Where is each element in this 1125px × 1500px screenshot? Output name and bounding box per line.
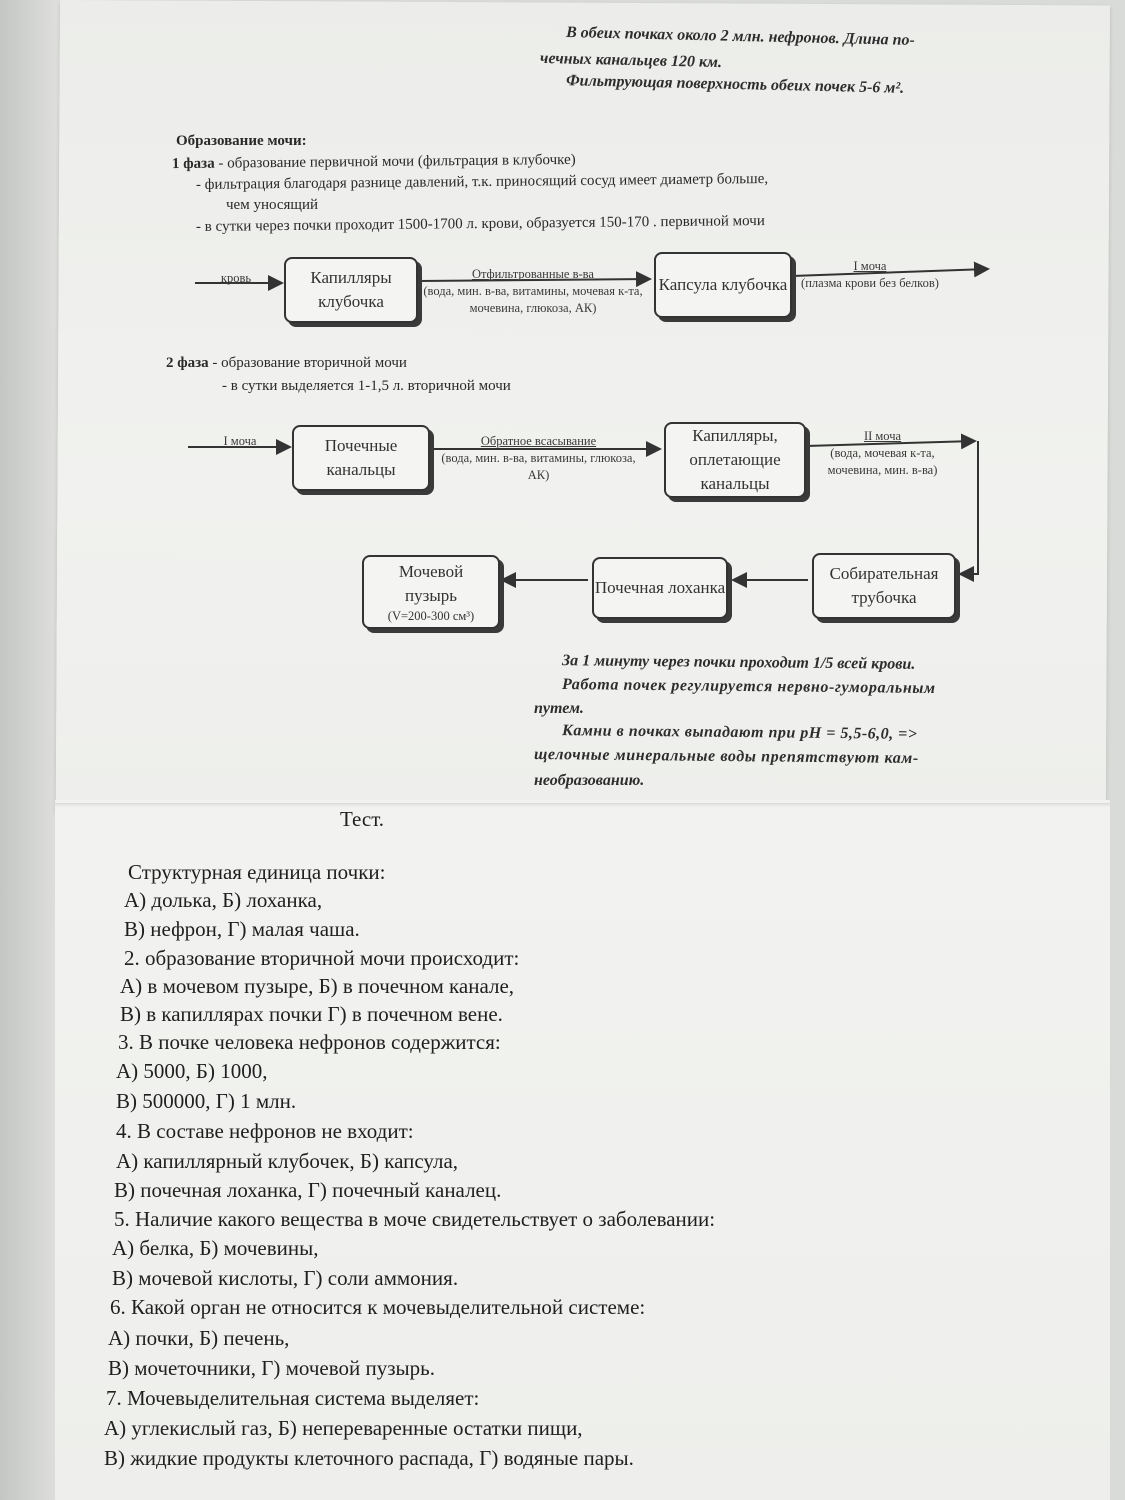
test-line: В) в капиллярах почки Г) в почечном вене… [120,1002,503,1026]
printed-sheet-bottom [55,800,1110,1500]
test-line: В) почечная лоханка, Г) почечный каналец… [114,1178,502,1202]
phase2-num: 2 фаза [166,355,209,371]
arrow-label-blood: кровь [220,271,252,285]
test-line: А) почки, Б) печень, [108,1326,290,1350]
box-renal-tubules: Почечные канальцы [292,425,430,491]
test-line: В) жидкие продукты клеточного распада, Г… [104,1446,634,1470]
test-line: А) долька, Б) лоханка, [124,888,323,912]
test-line: 3. В почке человека нефронов содержится: [118,1030,501,1054]
arrow-label-primary-urine: I моча [223,434,257,448]
box-collecting-duct: Собирательная трубочка [812,553,956,619]
test-line: В) нефрон, Г) малая чаша. [124,917,360,941]
test-line: 2. образование вторичной мочи происходит… [124,946,520,970]
note-line: За 1 минуту через почки проходит 1/5 все… [561,652,916,673]
box-glomerulus-capillaries: Капилляры клубочка [284,257,418,323]
test-line: Структурная единица почки: [128,860,386,884]
note-line: путем. [534,700,584,717]
arrow-label-reabsorption: Обратное всасывание (вода, мин. в-ва, ви… [441,434,636,482]
test-title: Тест. [340,807,385,831]
test-line: 7. Мочевыделительная система выделяет: [106,1386,480,1410]
arrow-label-secondary-urine: II моча (вода, мочевая к-та, мочевина, м… [827,429,938,477]
test-line: В) 500000, Г) 1 млн. [116,1089,297,1113]
test-line: 5. Наличие какого вещества в моче свидет… [114,1207,716,1231]
box-bladder: Мочевой пузырь (V=200-300 см³) [362,555,500,629]
test-line: 4. В составе нефронов не входит: [116,1119,414,1143]
test-line: В) мочеточники, Г) мочевой пузырь. [108,1356,435,1380]
note-line: необразованию. [534,772,645,789]
box-capsule: Капсула клубочка [654,252,792,318]
test-line: В) мочевой кислоты, Г) соли аммония. [112,1266,459,1290]
section-title: Образование мочи: [176,133,307,149]
box-renal-pelvis: Почечная лоханка [592,557,728,619]
note-line: Камни в почках выпадают при pH = 5,5-6,0… [561,722,918,743]
paper-fold [55,803,1110,807]
test-line: А) капиллярный клубочек, Б) капсула, [116,1149,459,1173]
test-line: 6. Какой орган не относится к мочевыдели… [110,1295,646,1319]
phase2-heading: 2 фаза - образование вторичной мочи [166,355,407,372]
box-surrounding-capillaries: Капилляры, оплетающие канальцы [664,422,806,498]
flow-diagram-lines [188,261,990,588]
test-line: А) 5000, Б) 1000, [116,1059,268,1083]
arrow-label-primary-urine: I моча (плазма крови без белков) [801,259,939,290]
bullet: чем уносящий [226,197,319,213]
arrow-label-filtered: Отфильтрованные в-ва (вода, мин. в-ва, в… [423,267,643,315]
test-line: А) белка, Б) мочевины, [112,1236,319,1260]
test-line: А) углекислый газ, Б) непереваренные ост… [104,1416,583,1440]
test-line: А) в мочевом пузыре, Б) в почечном канал… [120,974,515,998]
phase2-text: - образование вторичной мочи [212,355,407,371]
bullet: - в сутки выделяется 1-1,5 л. вторичной … [222,378,511,394]
